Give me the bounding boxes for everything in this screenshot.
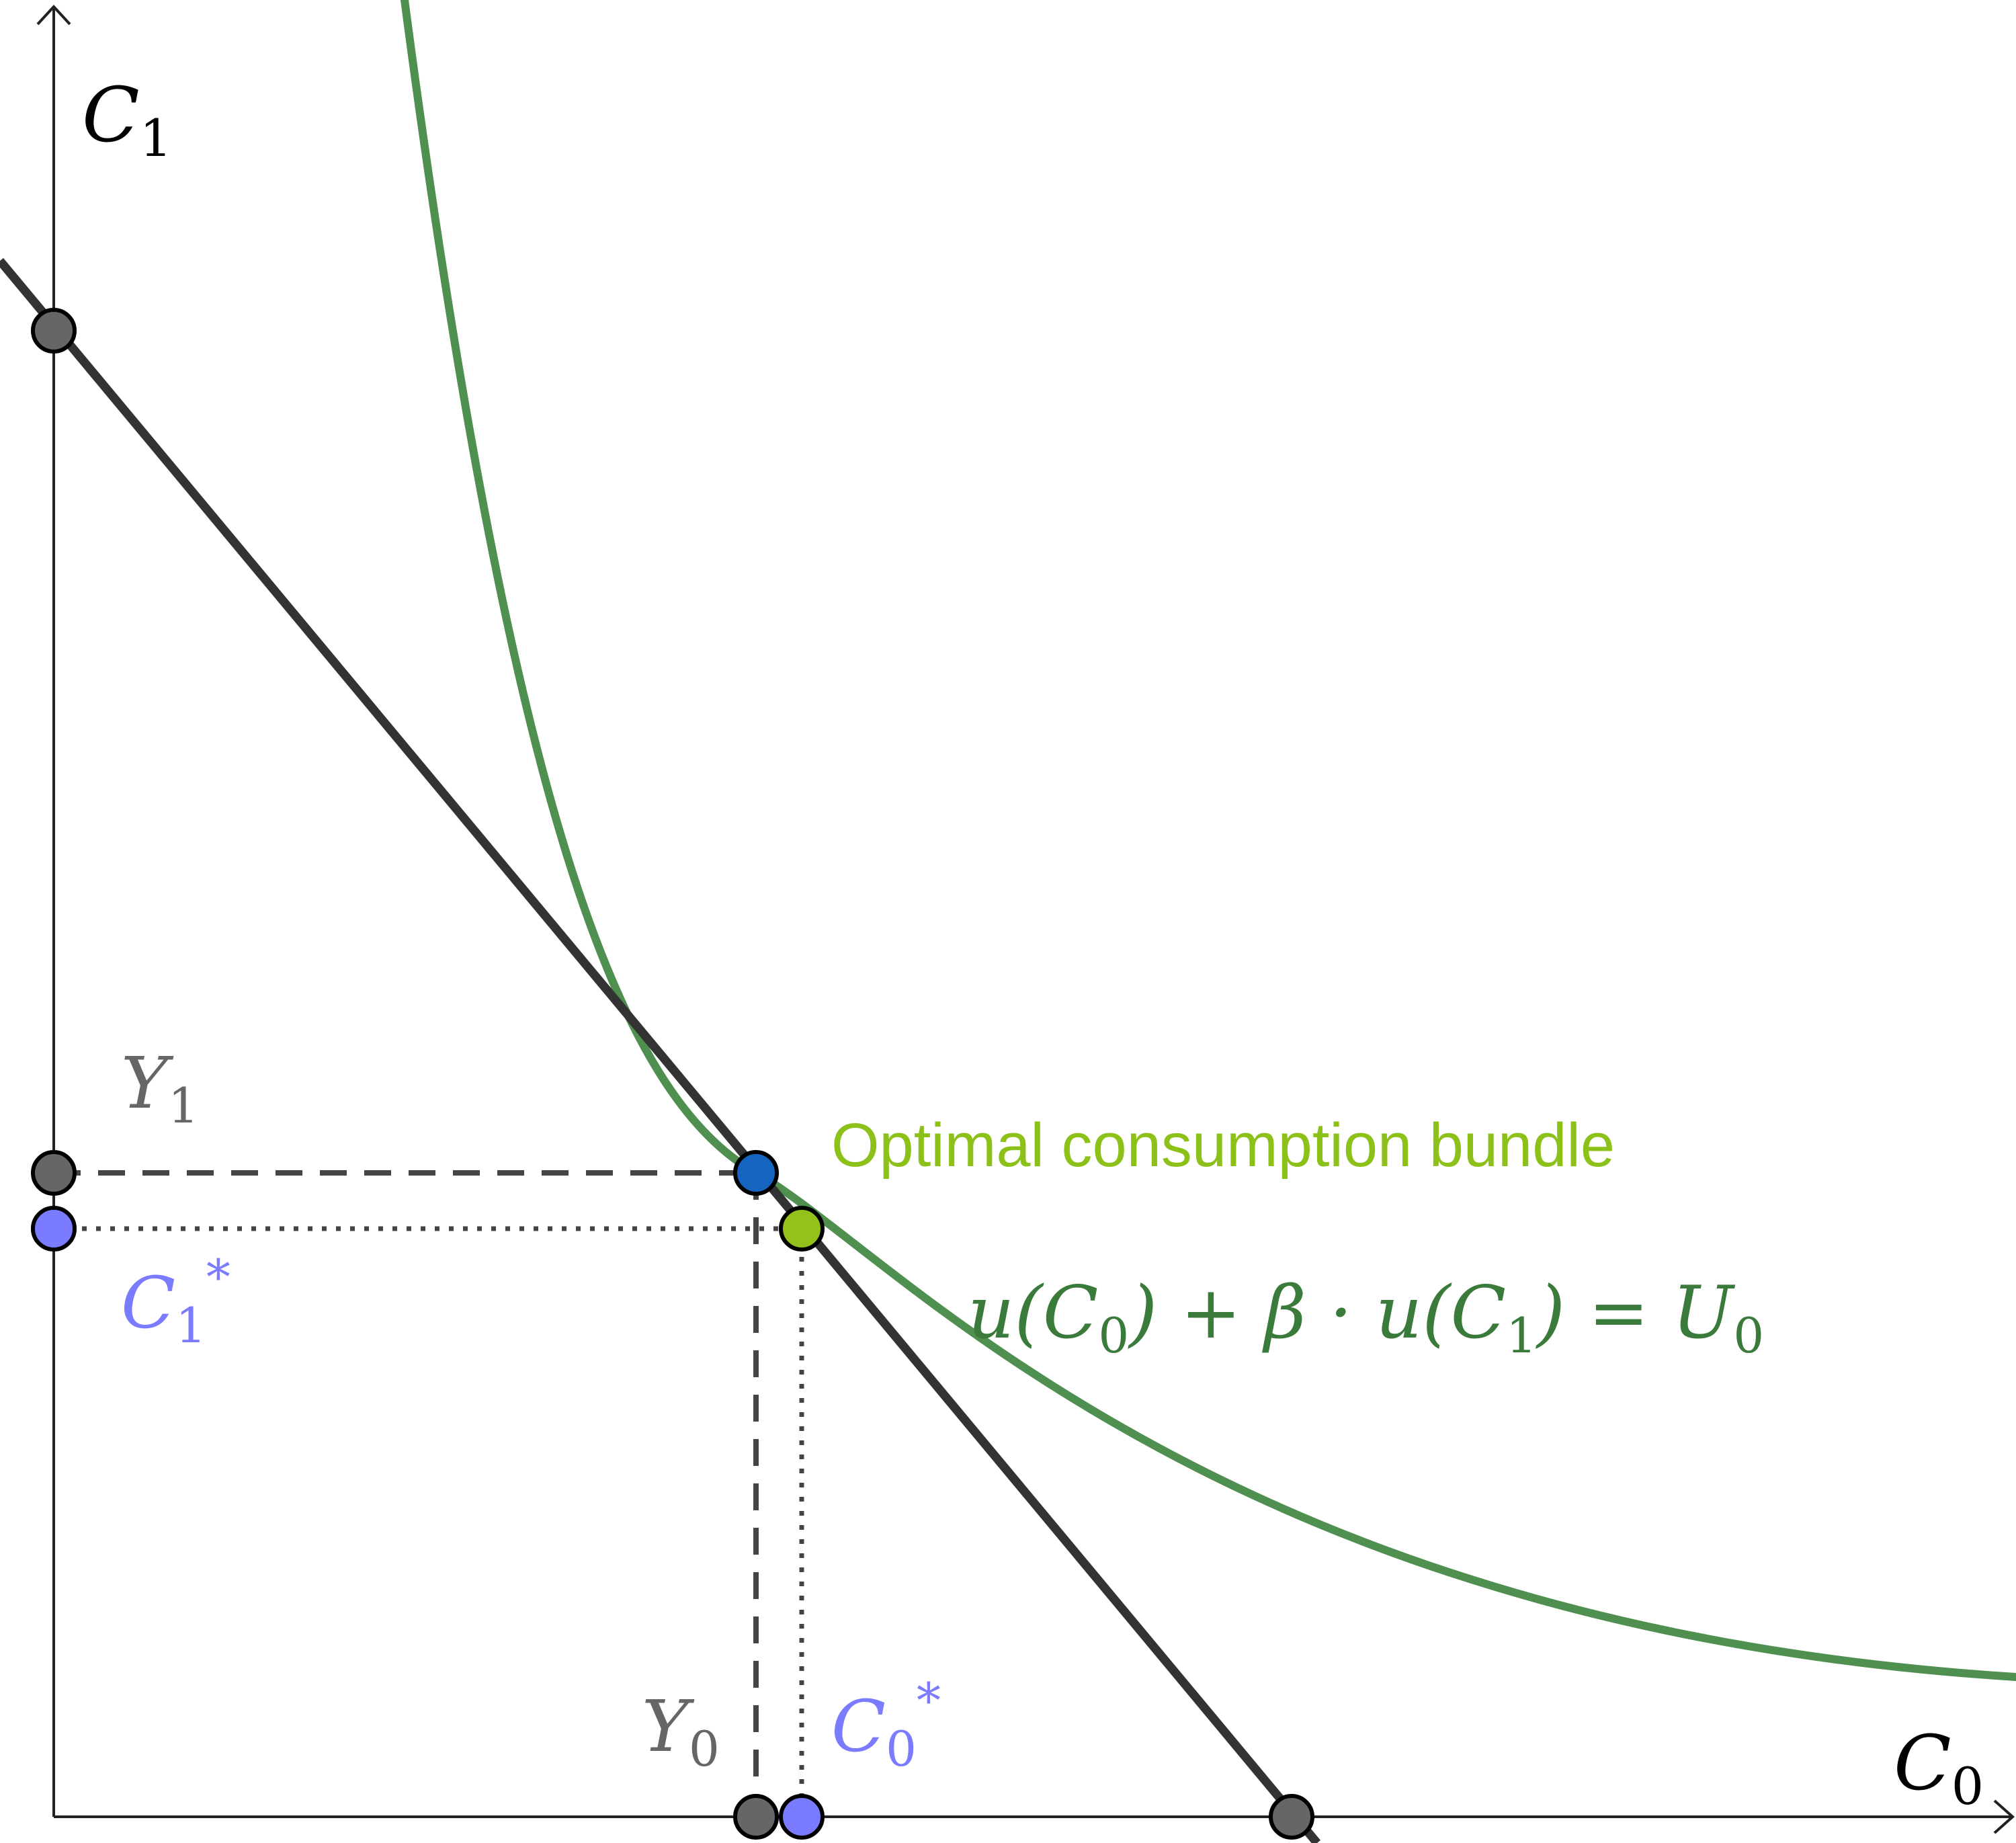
- budget-line: [0, 257, 1320, 1843]
- utility-equation: u(C0) + β · u(C1) = U0: [968, 1271, 1764, 1364]
- optimal-bundle-label: Optimal consumption bundle: [831, 1111, 1615, 1180]
- axes: [36, 5, 2015, 1834]
- indifference-curve: [401, 0, 2016, 1681]
- x-axis-arrow: [1993, 1799, 2015, 1834]
- y-axis-arrow: [36, 5, 71, 26]
- y-axis-label: C1: [82, 72, 172, 168]
- c0-star-axis-point: [779, 1794, 825, 1840]
- c1-star-axis-point: [31, 1206, 77, 1252]
- budget-y-intercept-point: [31, 308, 77, 354]
- y0-label: Y0: [642, 1685, 720, 1777]
- c1-star-label: C1*: [121, 1249, 230, 1354]
- y0-axis-point: [733, 1794, 779, 1840]
- endowment-point: [733, 1150, 779, 1196]
- y1-label: Y1: [121, 1042, 199, 1134]
- y1-axis-point: [31, 1150, 77, 1196]
- budget-x-intercept-point: [1269, 1794, 1314, 1840]
- x-axis-label: C0: [1894, 1720, 1984, 1816]
- c0-star-label: C0*: [831, 1672, 941, 1777]
- optimal-bundle-point: [779, 1206, 825, 1252]
